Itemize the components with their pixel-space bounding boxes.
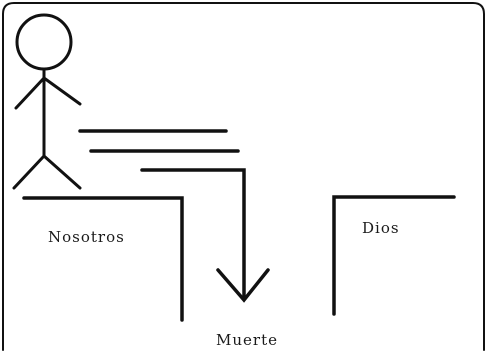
label-nosotros: Nosotros [48,228,125,246]
stick-figure-icon [12,13,82,190]
arrow-down-icon [140,168,270,303]
right-cliff [332,195,456,316]
figure-head [15,13,73,71]
figure-leg-right [42,154,82,190]
fall-path [140,168,246,300]
figure-arm-left [14,76,46,110]
label-dios: Dios [362,219,400,237]
label-muerte: Muerte [216,331,278,349]
left-cliff [22,196,184,322]
arrow-head [216,268,270,303]
figure-arm-right [42,76,82,106]
figure-leg-left [12,154,46,190]
